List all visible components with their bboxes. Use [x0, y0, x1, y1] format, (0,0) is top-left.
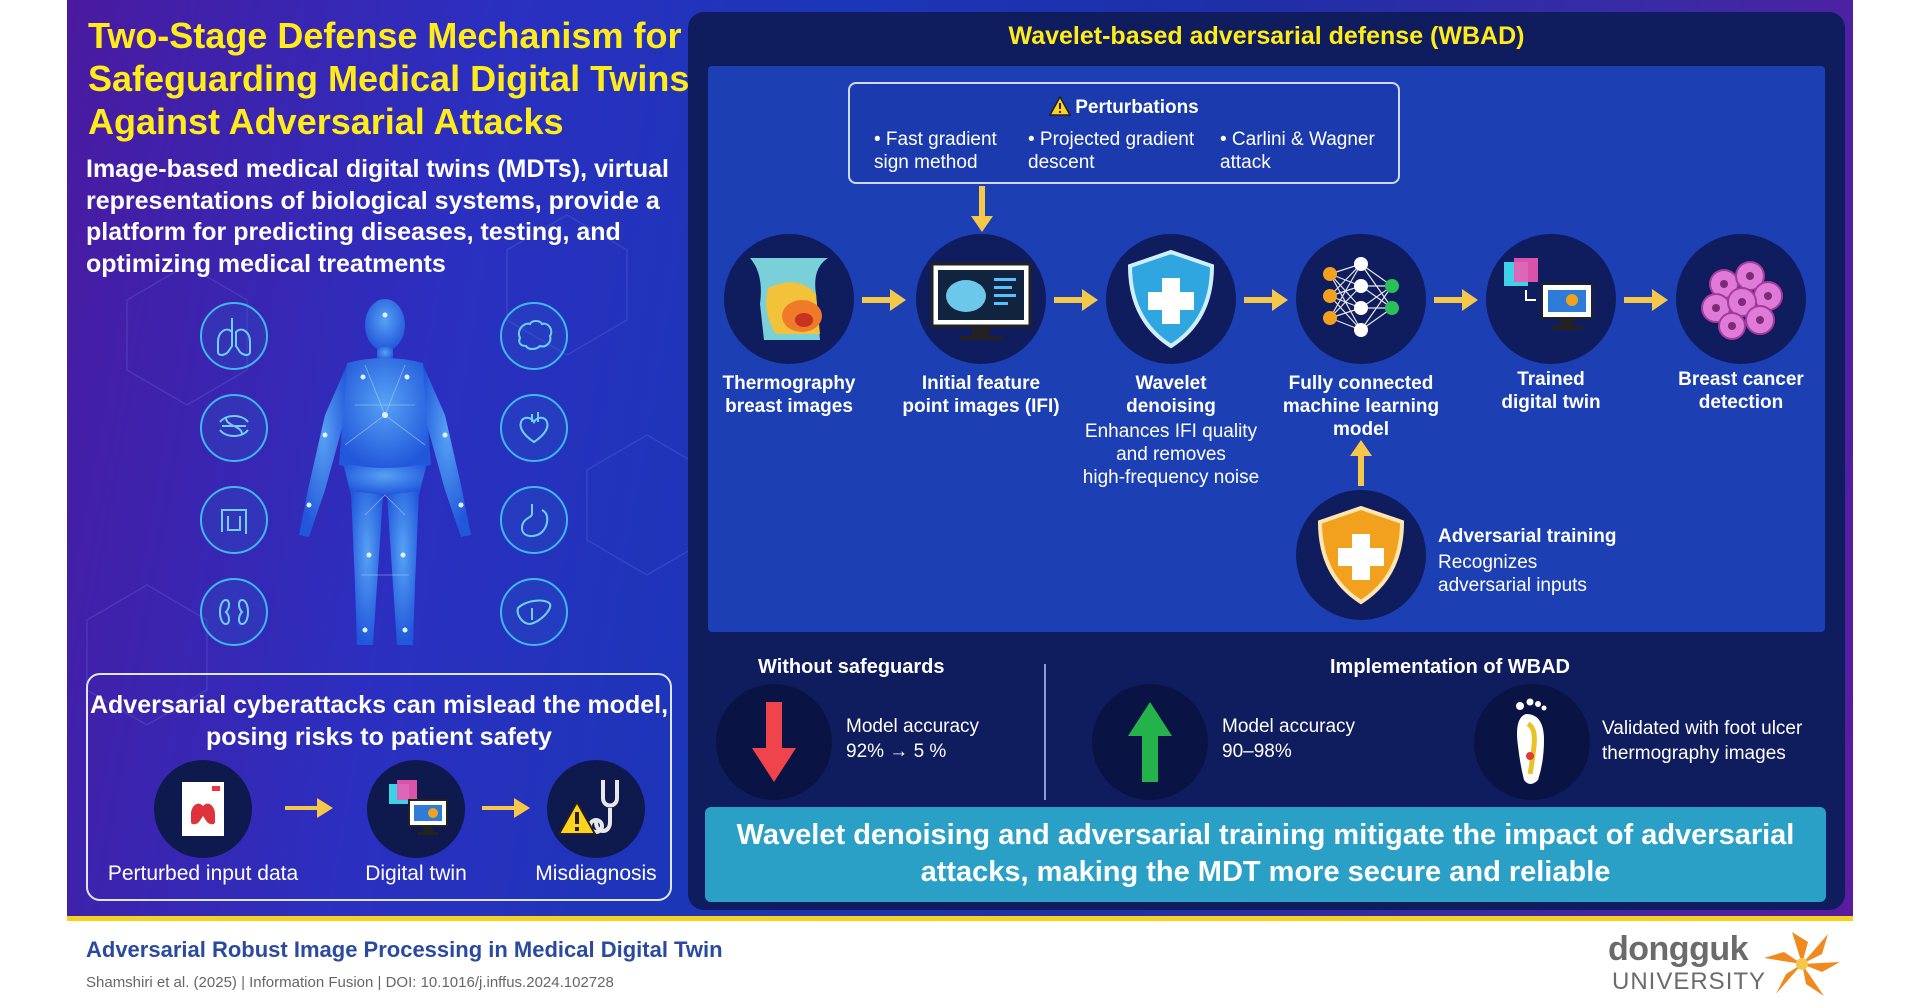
node-trained-twin	[1486, 234, 1616, 364]
foot-circle	[1474, 684, 1590, 800]
heart-icon	[500, 394, 568, 462]
label-thermography: Thermography breast images	[722, 373, 856, 417]
label-cancer-detection: Breast cancer detection	[1678, 369, 1804, 413]
liver-icon	[500, 578, 568, 646]
warning-icon	[1048, 95, 1072, 122]
logo-word: dongguk	[1608, 930, 1749, 968]
label-ml-model: Fully connected machine learning model	[1282, 373, 1440, 440]
label-trained-twin: Trained digital twin	[1501, 369, 1601, 413]
attack-arrow-1	[285, 798, 333, 818]
neural-network-icon	[1323, 257, 1399, 337]
pipeline-arrow-1	[862, 289, 906, 311]
node-thermography	[724, 234, 854, 364]
node-wavelet-denoising	[1106, 234, 1236, 364]
colon-icon	[200, 486, 268, 554]
attack-step-circle-2	[367, 760, 465, 858]
perturbation-item-2: • Projected gradient descent	[1028, 129, 1195, 173]
monitor-scan-icon	[930, 262, 1032, 340]
node-cancer-detection	[1676, 234, 1806, 364]
attack-step-circle-3	[547, 760, 645, 858]
brain-icon	[500, 302, 568, 370]
down-arrow-icon	[752, 702, 796, 782]
footer-title: Adversarial Robust Image Processing in M…	[86, 937, 723, 962]
digital-twin-icon	[1504, 258, 1593, 330]
without-heading: Without safeguards	[758, 656, 945, 678]
perturbation-item-3: • Carlini & Wagner attack	[1220, 129, 1375, 173]
pipeline-arrow-3	[1244, 289, 1288, 311]
stomach-icon	[500, 486, 568, 554]
logo-sub: UNIVERSITY	[1612, 968, 1767, 995]
attack-step-label-1: Perturbed input data	[107, 862, 299, 885]
attack-box-title: Adversarial cyberattacks can mislead the…	[89, 691, 669, 751]
adv-training-desc: Recognizes adversarial inputs	[1438, 552, 1587, 596]
down-arrow-circle	[716, 684, 832, 800]
up-arrow-icon	[1128, 702, 1172, 782]
perturbations-title: Perturbations	[850, 95, 1398, 122]
foot-icon	[1516, 698, 1547, 784]
footer-citation: Shamshiri et al. (2025) | Information Fu…	[86, 974, 614, 991]
adv-training-up-arrow	[1350, 440, 1372, 486]
attack-arrow-2	[482, 798, 530, 818]
perturbation-item-1: • Fast gradient sign method	[874, 129, 997, 173]
human-body-figure	[299, 299, 471, 645]
dongguk-logo-icon	[1764, 932, 1840, 996]
label-wavelet-sub: Enhances IFI quality and removes high-fr…	[1082, 421, 1260, 488]
cancer-cells-icon	[1701, 261, 1783, 340]
perturbations-box: Perturbations • Fast gradient sign metho…	[848, 82, 1400, 184]
kidneys-icon	[200, 578, 268, 646]
lungs-icon	[200, 302, 268, 370]
with-accuracy: Model accuracy 90–98%	[1222, 716, 1356, 762]
adversarial-attack-box: Adversarial cyberattacks can mislead the…	[86, 673, 672, 901]
label-wavelet: Wavelet denoising	[1126, 373, 1216, 417]
shield-plus-icon	[1317, 505, 1405, 605]
stethoscope-warning-icon	[557, 780, 619, 835]
intestine-icon	[200, 394, 268, 462]
attack-step-circle-1	[154, 760, 252, 858]
pipeline-arrow-5	[1624, 289, 1668, 311]
wbad-title: Wavelet-based adversarial defense (WBAD)	[1008, 22, 1525, 50]
pipeline-arrow-2	[1054, 289, 1098, 311]
attack-step-label-3: Misdiagnosis	[535, 862, 657, 885]
digital-twin-icon	[389, 780, 448, 835]
validation-text: Validated with foot ulcer thermography i…	[1602, 718, 1803, 764]
pipeline-arrow-4	[1434, 289, 1478, 311]
conclusion-banner: Wavelet denoising and adversarial traini…	[705, 807, 1826, 902]
node-ml-model	[1296, 234, 1426, 364]
up-arrow-circle	[1092, 684, 1208, 800]
perturbation-down-arrow	[971, 186, 993, 232]
perturbations-title-text: Perturbations	[1075, 97, 1199, 118]
poster-bottom-line	[67, 916, 1853, 921]
thermography-icon	[750, 258, 828, 340]
label-ifi: Initial feature point images (IFI)	[902, 373, 1060, 417]
perturbed-xray-icon	[182, 782, 224, 836]
node-ifi	[916, 234, 1046, 364]
poster-intro: Image-based medical digital twins (MDTs)…	[86, 155, 669, 278]
adv-training-title: Adversarial training	[1438, 526, 1617, 547]
without-accuracy: Model accuracy 92% → 5 %	[846, 716, 980, 762]
poster-title: Two-Stage Defense Mechanism for Safeguar…	[88, 15, 690, 142]
with-heading: Implementation of WBAD	[1330, 656, 1570, 678]
shield-plus-icon	[1127, 249, 1215, 349]
attack-step-label-2: Digital twin	[365, 862, 467, 885]
node-adversarial-training	[1296, 490, 1426, 620]
results-divider	[1044, 664, 1046, 800]
